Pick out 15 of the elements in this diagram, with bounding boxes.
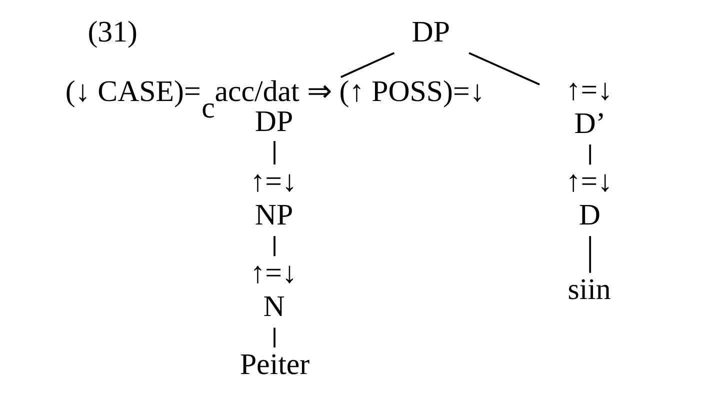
node-text: siin [568, 273, 611, 306]
label: (31) [88, 15, 138, 48]
node-text: ↑=↓ NP [250, 164, 297, 232]
node-text: ↑=↓ D’ [566, 73, 613, 140]
connector [468, 52, 540, 86]
connector [274, 328, 276, 348]
node-text: ↑=↓ D [566, 164, 613, 232]
connector [340, 52, 395, 78]
connector [589, 144, 592, 165]
connector [589, 236, 592, 273]
node-text: DP [412, 15, 450, 48]
node-text: Peiter [240, 348, 310, 381]
connector [274, 236, 276, 256]
node-text: ↑=↓ N [250, 256, 297, 323]
connector [274, 141, 276, 164]
